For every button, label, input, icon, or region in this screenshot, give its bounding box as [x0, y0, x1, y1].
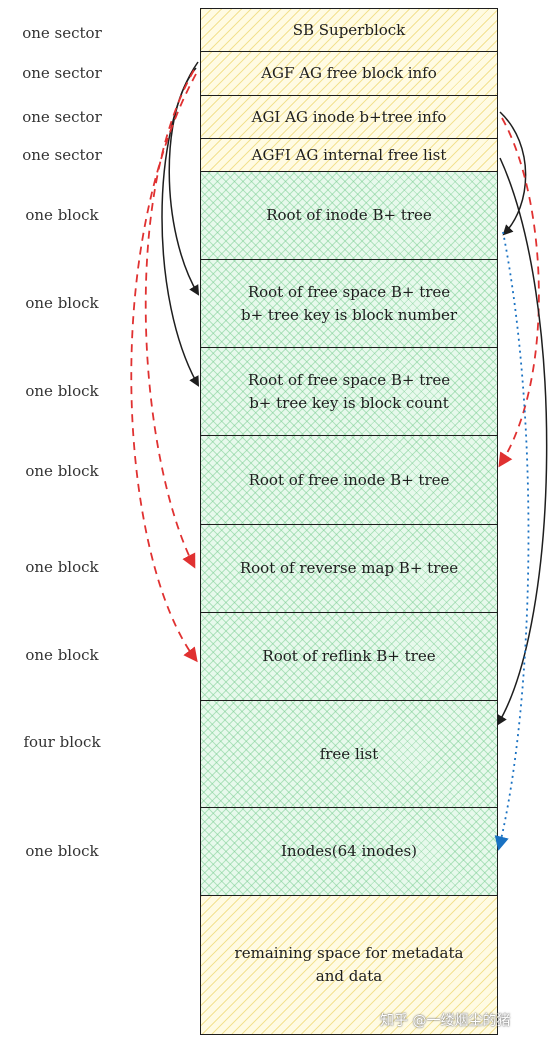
unit-label-cntbt: one block — [25, 382, 99, 400]
block-free-inode-btree: Root of free inode B+ tree — [200, 435, 498, 525]
block-free-space-bno: Root of free space B+ tree b+ tree key i… — [200, 259, 498, 348]
unit-label-sb: one sector — [22, 24, 102, 42]
block-reflink-btree: Root of reflink B+ tree — [200, 612, 498, 701]
watermark: 知乎 @一缕烟尘的猪 — [380, 1013, 511, 1029]
unit-label-finobt: one block — [25, 462, 99, 480]
block-reflink-btree-text: Root of reflink B+ tree — [262, 647, 436, 665]
arrow-inobt-to-inodes — [494, 231, 530, 851]
unit-label-agi: one sector — [22, 108, 102, 126]
block-free-list: free list — [200, 700, 498, 808]
block-agi: AGI AG inode b+tree info — [200, 95, 498, 139]
block-inode-btree: Root of inode B+ tree — [200, 171, 498, 260]
block-free-space-cnt: Root of free space B+ tree b+ tree key i… — [200, 347, 498, 436]
unit-label-bnobt: one block — [25, 294, 99, 312]
block-inodes-text: Inodes(64 inodes) — [280, 842, 418, 860]
unit-label-rmapbt: one block — [25, 558, 99, 576]
arrow-agf-to-bnobt — [168, 67, 200, 296]
block-free-inode-btree-text: Root of free inode B+ tree — [248, 470, 450, 489]
block-reverse-map-btree-text: Root of reverse map B+ tree — [239, 559, 459, 577]
block-remaining-space: remaining space for metadata and data — [200, 895, 498, 1035]
block-agi-text: AGI AG inode b+tree info — [251, 107, 447, 126]
block-free-space-bno-text: Root of free space B+ tree b+ tree key i… — [240, 282, 457, 324]
block-remaining-space-text: remaining space for metadata and data — [234, 944, 464, 985]
block-superblock-text: SB Superblock — [292, 20, 406, 39]
unit-label-inodes: one block — [25, 842, 99, 860]
unit-label-refcbt: one block — [25, 646, 99, 664]
arrow-agf-to-rmapbt — [144, 69, 196, 569]
arrow-agi-to-inobt — [499, 111, 527, 236]
block-agfl: AGFI AG internal free list — [200, 138, 498, 172]
block-inode-btree-text: Root of inode B+ tree — [266, 206, 432, 224]
block-free-list-text: free list — [319, 744, 379, 763]
arrow-agf-to-refcbt — [130, 73, 198, 663]
block-agf: AGF AG free block info — [200, 51, 498, 96]
block-agfl-text: AGFI AG internal free list — [251, 145, 447, 164]
unit-label-inobt: one block — [25, 206, 99, 224]
arrow-agi-to-finobt — [498, 117, 540, 468]
unit-label-agfl: one sector — [22, 146, 102, 164]
block-reverse-map-btree: Root of reverse map B+ tree — [200, 524, 498, 613]
block-superblock: SB Superblock — [200, 8, 498, 52]
block-agf-text: AGF AG free block info — [261, 64, 437, 82]
arrow-agfl-to-freelist — [496, 157, 548, 726]
block-inodes: Inodes(64 inodes) — [200, 807, 498, 896]
block-free-space-cnt-text: Root of free space B+ tree b+ tree key i… — [247, 370, 451, 412]
unit-label-agf: one sector — [22, 64, 102, 82]
arrow-agf-to-cntbt — [161, 61, 200, 387]
unit-label-freelist: four block — [23, 733, 101, 751]
